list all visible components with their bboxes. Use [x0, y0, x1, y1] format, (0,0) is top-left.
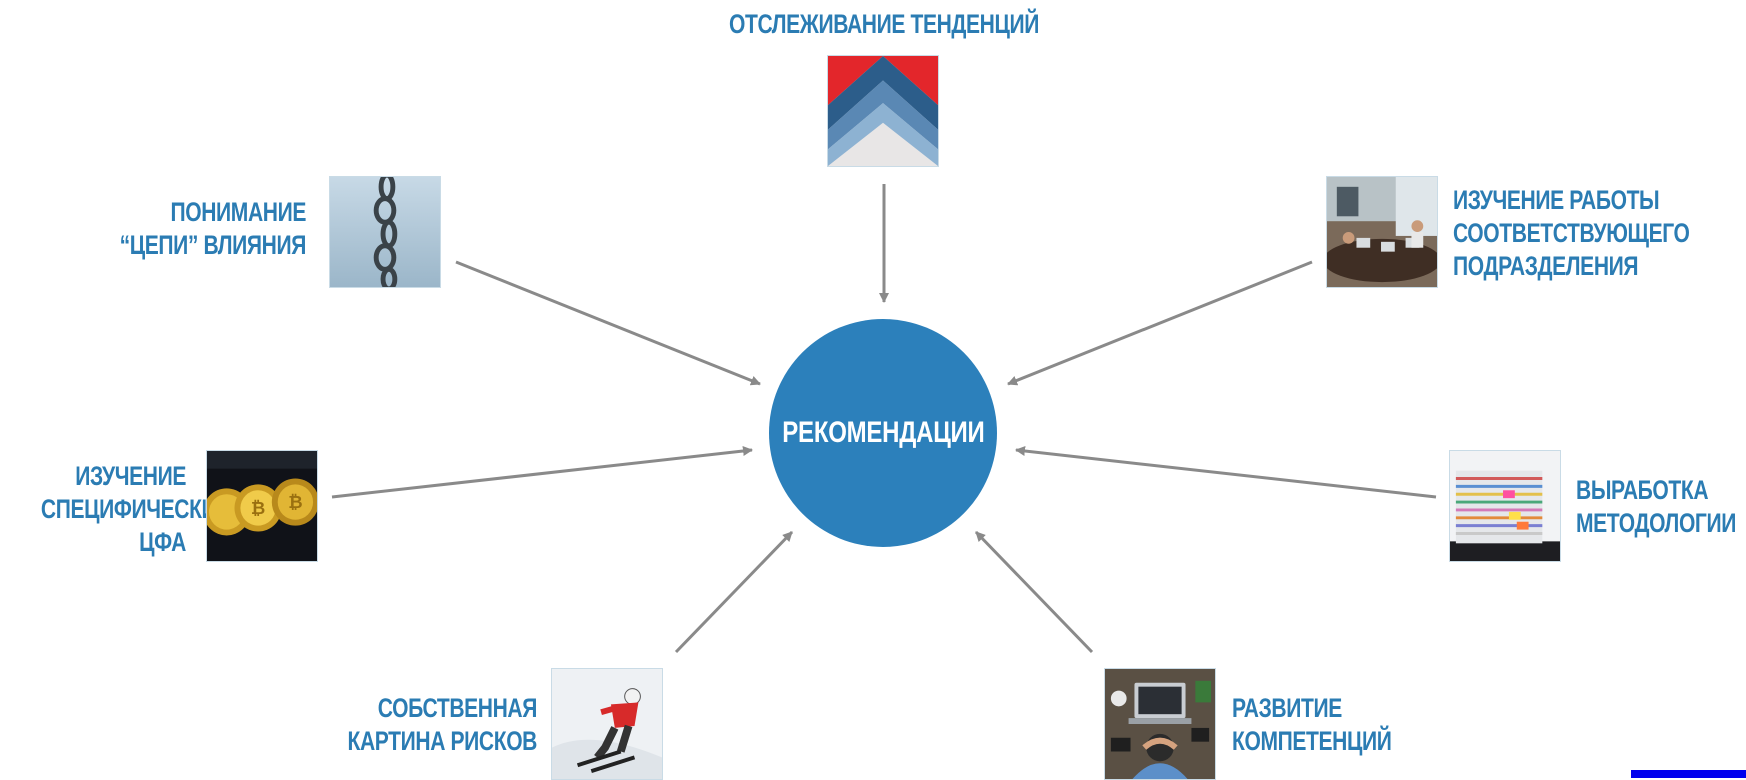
center-circle: РЕКОМЕНДАЦИИ: [769, 319, 997, 547]
label-chain: ПОНИМАНИЕ “ЦЕПИ” ВЛИЯНИЯ: [72, 196, 307, 262]
arrow-methodology: [1015, 446, 1437, 499]
label-methodology-line-2: МЕТОДОЛОГИИ: [1576, 508, 1736, 538]
arrow-department: [1007, 260, 1313, 386]
arrow-dfa: [331, 446, 753, 499]
arrow-competencies: [974, 530, 1094, 654]
chain-photo: [329, 176, 441, 288]
arrow-chain: [455, 260, 761, 386]
label-dfa-line-2: СПЕЦИФИЧЕСКИХ: [40, 494, 230, 524]
label-trends: ОТСЛЕЖИВАНИЕ ТЕНДЕНЦИЙ: [728, 8, 1040, 41]
svg-text:₿: ₿: [251, 499, 265, 519]
office-meeting-photo: [1326, 176, 1438, 288]
label-competencies-line-1: РАЗВИТИЕ: [1232, 693, 1342, 723]
label-department-line-3: ПОДРАЗДЕЛЕНИЯ: [1453, 251, 1639, 281]
label-competencies-line-2: КОМПЕТЕНЦИЙ: [1232, 726, 1392, 756]
label-dfa-line-1: ИЗУЧЕНИЕ: [75, 461, 186, 491]
label-methodology-line-1: ВЫРАБОТКА: [1576, 475, 1709, 505]
label-risks: СОБСТВЕННАЯ КАРТИНА РИСКОВ: [303, 692, 538, 758]
label-methodology: ВЫРАБОТКА МЕТОДОЛОГИИ: [1576, 474, 1746, 540]
person-at-laptop-photo: [1104, 668, 1216, 780]
label-trends-line: ОТСЛЕЖИВАНИЕ ТЕНДЕНЦИЙ: [728, 9, 1040, 39]
label-competencies: РАЗВИТИЕ КОМПЕТЕНЦИЙ: [1232, 692, 1435, 758]
arrow-risks: [674, 530, 794, 654]
bitcoin-coins-photo: ₿ ₿: [206, 450, 318, 562]
skier-photo: [551, 668, 663, 780]
corner-block: [1631, 770, 1746, 778]
center-label: РЕКОМЕНДАЦИИ: [781, 416, 985, 449]
label-risks-line-1: СОБСТВЕННАЯ: [377, 693, 538, 723]
label-dfa: ИЗУЧЕНИЕ СПЕЦИФИЧЕСКИХ ЦФА: [40, 460, 230, 559]
label-department: ИЗУЧЕНИЕ РАБОТЫ СООТВЕТСТВУЮЩЕГО ПОДРАЗД…: [1453, 184, 1703, 283]
label-dfa-line-3: ЦФА: [139, 527, 186, 557]
svg-text:₿: ₿: [288, 493, 302, 513]
label-department-line-2: СООТВЕТСТВУЮЩЕГО: [1453, 218, 1690, 248]
folded-paper-photo: [827, 55, 939, 167]
label-chain-line-1: ПОНИМАНИЕ: [170, 197, 306, 227]
stacked-magazines-photo: [1449, 450, 1561, 562]
label-chain-line-2: “ЦЕПИ” ВЛИЯНИЯ: [119, 230, 307, 260]
label-risks-line-2: КАРТИНА РИСКОВ: [347, 726, 538, 756]
label-department-line-1: ИЗУЧЕНИЕ РАБОТЫ: [1453, 185, 1660, 215]
